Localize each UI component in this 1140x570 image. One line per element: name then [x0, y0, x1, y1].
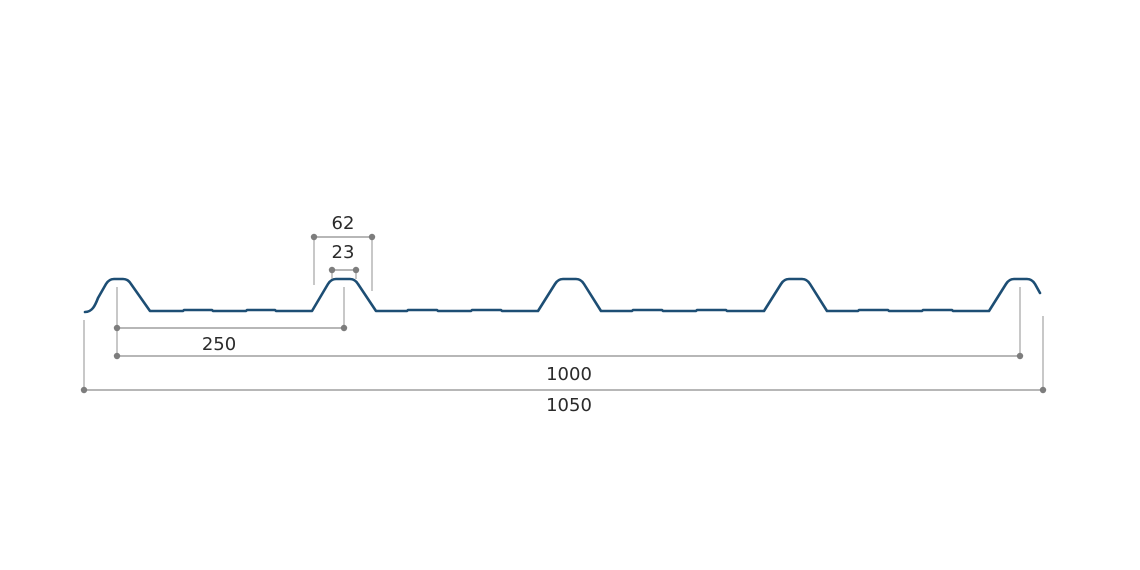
dimension-endpoint — [368, 233, 376, 241]
dimension-endpoint — [1039, 386, 1047, 394]
dimension-endpoint — [1016, 352, 1024, 360]
dimension-endpoint — [352, 266, 360, 274]
sheet-profile-line — [83, 277, 1042, 314]
dimension-rib-top-outer: 62 — [310, 213, 376, 291]
dimension-endpoint — [113, 324, 121, 332]
dimension-endpoint — [310, 233, 318, 241]
dimension-endpoint — [340, 324, 348, 332]
dimension-total-width: 1050 — [80, 316, 1047, 416]
dimension-label-250: 250 — [202, 334, 236, 355]
dimension-endpoint — [328, 266, 336, 274]
dimension-endpoint — [113, 352, 121, 360]
dimension-endpoint — [80, 386, 88, 394]
dimension-label-23: 23 — [332, 242, 355, 263]
dimension-label-1050: 1050 — [546, 395, 592, 416]
dimension-label-62: 62 — [332, 213, 355, 234]
dimension-effective-width: 1000 — [113, 287, 1024, 385]
dimension-rib-pitch: 250 — [113, 287, 348, 356]
dimension-label-1000: 1000 — [546, 364, 592, 385]
dimension-rib-top-inner: 23 — [328, 242, 360, 279]
